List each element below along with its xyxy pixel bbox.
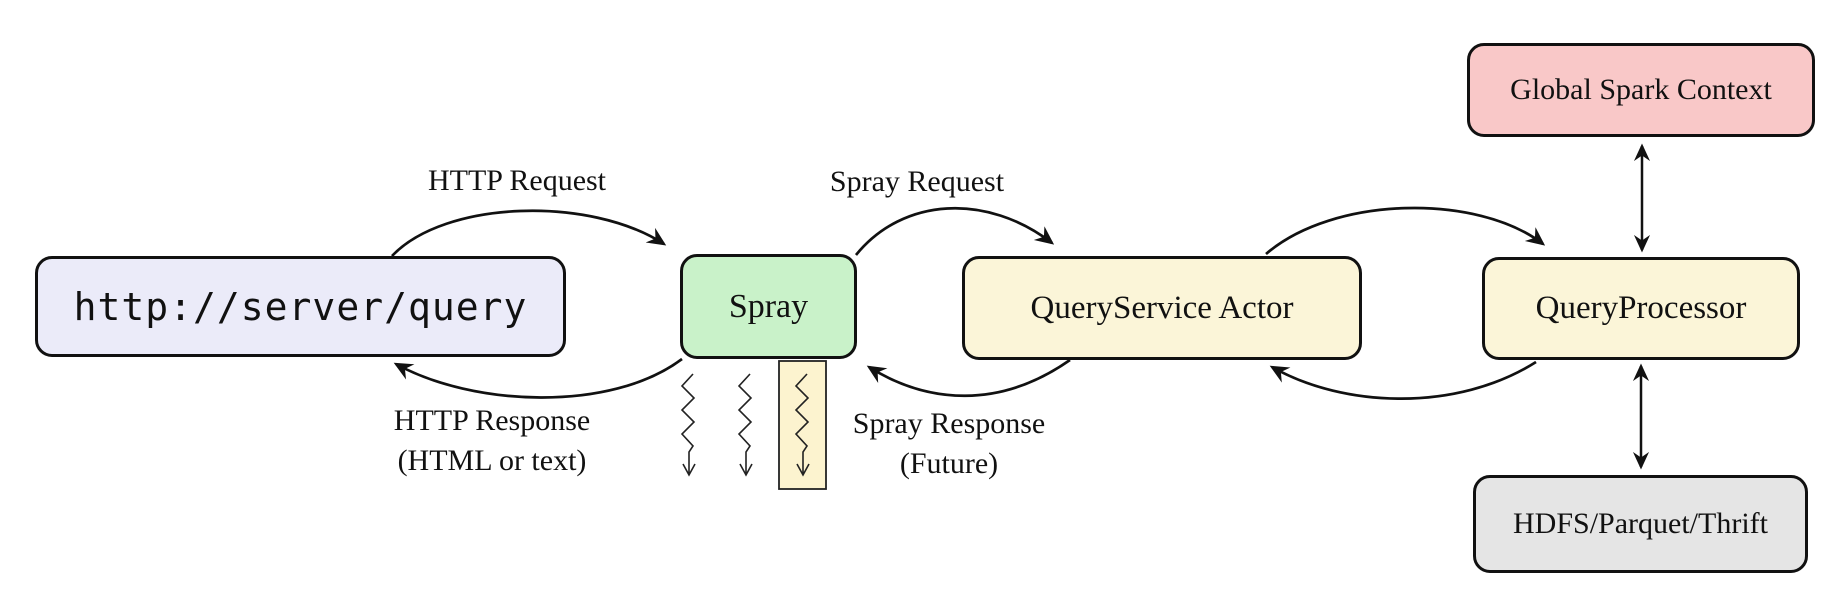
node-global-spark-context: Global Spark Context xyxy=(1467,43,1815,137)
node-http-server-query-label: http://server/query xyxy=(73,284,528,329)
edge-spray-response-arrow xyxy=(866,358,1071,398)
node-http-server-query: http://server/query xyxy=(35,256,566,357)
label-http-response-line2: (HTML or text) xyxy=(397,444,587,477)
label-http-request: HTTP Request xyxy=(427,164,607,197)
node-queryservice-actor-label: QueryService Actor xyxy=(1030,289,1294,326)
label-http-response-line1: HTTP Response xyxy=(393,404,591,437)
edge-actor-to-processor-arrow xyxy=(1265,206,1546,256)
edge-http-response-arrow xyxy=(393,357,683,399)
edge-spray-request-arrow xyxy=(854,207,1055,256)
edge-http-request-arrow xyxy=(391,209,667,257)
node-spray: Spray xyxy=(680,254,857,359)
async-zigzag-arrow-2 xyxy=(737,373,753,477)
async-zigzag-arrow-1 xyxy=(680,373,696,477)
label-spray-response: Spray Response (Future) xyxy=(853,404,1045,484)
node-global-spark-context-label: Global Spark Context xyxy=(1510,73,1772,106)
node-spray-label: Spray xyxy=(728,287,809,325)
label-spray-response-line1: Spray Response xyxy=(852,407,1046,440)
edge-processor-to-actor-arrow xyxy=(1269,360,1537,400)
node-queryprocessor: QueryProcessor xyxy=(1482,257,1800,360)
node-queryservice-actor: QueryService Actor xyxy=(962,256,1362,360)
label-spray-request: Spray Request xyxy=(829,165,1005,198)
node-hdfs-parquet-thrift-label: HDFS/Parquet/Thrift xyxy=(1513,507,1768,540)
label-spray-response-line2: (Future) xyxy=(899,447,999,480)
node-queryprocessor-label: QueryProcessor xyxy=(1535,290,1747,326)
node-hdfs-parquet-thrift: HDFS/Parquet/Thrift xyxy=(1473,475,1808,573)
label-http-response: HTTP Response (HTML or text) xyxy=(394,401,590,481)
async-zigzag-arrow-3 xyxy=(794,373,810,477)
